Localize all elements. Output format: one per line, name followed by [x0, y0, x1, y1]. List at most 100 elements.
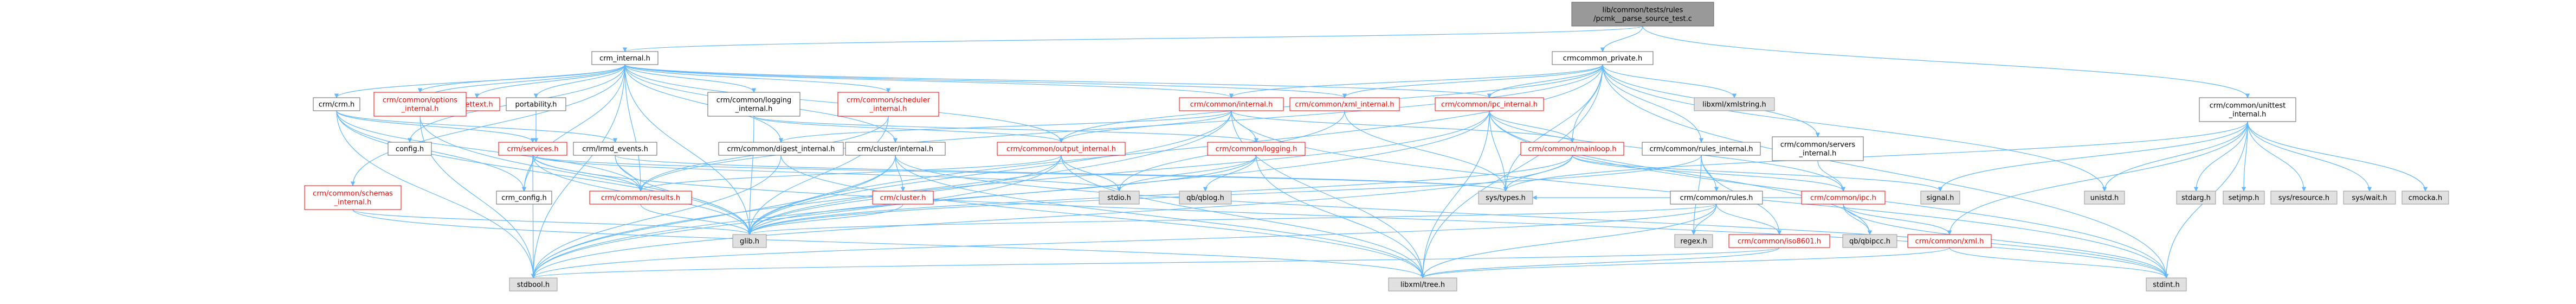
- edge-root-to-crm_internal: [623, 26, 1643, 52]
- edge-crm_h-to-stdbool: [336, 110, 536, 278]
- edge-crm_h-to-lrmd_events: [336, 110, 618, 143]
- edge-unittest_internal-to-unistd: [2102, 121, 2248, 192]
- node-portability[interactable]: portability.h: [506, 97, 566, 111]
- node-label: stdint.h: [2153, 281, 2179, 289]
- node-xml-internal[interactable]: crm/common/xml_internal.h: [1289, 97, 1400, 111]
- node-crm-config[interactable]: crm_config.h: [496, 191, 552, 205]
- node-lrmd-events[interactable]: crm/lrmd_events.h: [573, 142, 657, 156]
- node-output-internal[interactable]: crm/common/output_internal.h: [997, 142, 1126, 156]
- edge-crmcommon_private-to-common_internal: [1229, 64, 1603, 98]
- edge-unittest_internal-to-signal: [1938, 121, 2248, 192]
- edge-iso8601-to-stdbool: [531, 247, 1780, 278]
- edge-schemas_internal-to-glib: [352, 209, 752, 235]
- node-box: [509, 277, 558, 292]
- edge-crmcommon_private-to-ipc_internal: [1487, 64, 1603, 98]
- node-box: [1571, 2, 1714, 27]
- node-mainloop[interactable]: crm/common/mainloop.h: [1520, 142, 1624, 156]
- edge-unittest_internal-to-cmocka: [2247, 121, 2428, 192]
- node-cmocka: cmocka.h: [2401, 191, 2449, 205]
- node-label: sys/resource.h: [2278, 194, 2329, 202]
- node-label: crm/common/rules_internal.h: [1649, 145, 1753, 154]
- node-stdarg: stdarg.h: [2176, 191, 2216, 205]
- edge-common_logging-to-glib: [747, 155, 1257, 235]
- edge-services-to-common_results: [532, 155, 643, 192]
- node-label: signal.h: [1927, 194, 1954, 202]
- node-crmcommon-private[interactable]: crmcommon_private.h: [1552, 51, 1654, 65]
- node-box: [1179, 97, 1284, 111]
- node-schemas-internal[interactable]: crm/common/schemas_internal.h: [304, 185, 402, 210]
- node-box: [1772, 136, 1864, 161]
- node-label: crm/lrmd_events.h: [582, 145, 648, 154]
- node-label: _internal.h: [1799, 150, 1837, 158]
- node-box: [313, 97, 360, 111]
- node-box: [1388, 277, 1457, 292]
- node-common-ipc[interactable]: crm/common/ipc.h: [1801, 191, 1886, 205]
- node-label: crm/cluster.h: [880, 194, 926, 202]
- node-ipc-internal[interactable]: crm/common/ipc_internal.h: [1435, 97, 1544, 111]
- edge-xml_internal-to-sys_types: [1344, 110, 1508, 192]
- node-config[interactable]: config.h: [388, 142, 432, 156]
- edge-unittest_internal-to-stdarg: [2193, 121, 2248, 192]
- node-label: crm/common/logging.h: [1216, 145, 1297, 154]
- edge-output_internal-to-libxml_tree: [1061, 155, 1425, 278]
- node-label: crm/common/results.h: [601, 194, 680, 202]
- edge-crm_internal-to-logging_internal: [624, 64, 757, 93]
- edge-cluster_internal-to-stdint: [895, 155, 2169, 278]
- node-box: [506, 97, 566, 111]
- node-label: stdarg.h: [2181, 194, 2211, 202]
- node-box: [2146, 277, 2187, 292]
- node-scheduler-internal[interactable]: crm/common/scheduler_internal.h: [837, 92, 939, 117]
- edge-unittest_internal-to-sys_resource: [2247, 121, 2307, 192]
- node-services[interactable]: crm/services.h: [498, 142, 567, 156]
- node-box: [573, 142, 657, 156]
- edge-root-to-unittest_internal: [1642, 26, 2250, 98]
- edge-crm_internal-to-options_internal: [417, 64, 625, 93]
- edge-crm_internal-to-gettext: [474, 64, 625, 98]
- node-label: setjmp.h: [2229, 194, 2259, 202]
- node-common-internal[interactable]: crm/common/internal.h: [1179, 97, 1284, 111]
- edge-common_ipc-to-stdint: [1843, 204, 2169, 278]
- edge-cluster_internal-to-stdbool: [531, 155, 896, 278]
- edge-services-to-sys_types: [532, 155, 1508, 192]
- edge-ipc_internal-to-sys_types: [1489, 110, 1508, 192]
- node-common-xml[interactable]: crm/common/xml.h: [1907, 234, 1992, 248]
- node-common-results[interactable]: crm/common/results.h: [589, 191, 692, 205]
- node-sys-resource: sys/resource.h: [2270, 191, 2338, 205]
- node-iso8601[interactable]: crm/common/iso8601.h: [1728, 234, 1830, 248]
- edge-crmcommon_private-to-stdint: [1602, 64, 2169, 278]
- node-box: [589, 191, 692, 205]
- edge-logging_internal-to-common_logging: [753, 116, 1258, 143]
- node-cluster-h[interactable]: crm/cluster.h: [872, 191, 934, 205]
- node-box: [1907, 234, 1992, 248]
- edge-unittest_internal-to-sys_types: [1503, 121, 2248, 192]
- node-cluster-internal[interactable]: crm/cluster/internal.h: [845, 142, 946, 156]
- node-servers-internal[interactable]: crm/common/servers_internal.h: [1772, 136, 1864, 161]
- node-unittest-internal[interactable]: crm/common/unittest_internal.h: [2199, 97, 2296, 122]
- node-label: crm/common/xml_internal.h: [1295, 101, 1394, 109]
- edge-common_logging-to-qblog: [1203, 155, 1257, 192]
- edge-common_rules-to-regex: [1691, 204, 1717, 235]
- node-common-logging[interactable]: crm/common/logging.h: [1207, 142, 1306, 156]
- node-crm-h[interactable]: crm/crm.h: [313, 97, 360, 111]
- node-common-rules[interactable]: crm/common/rules.h: [1670, 191, 1763, 205]
- node-crm-internal[interactable]: crm_internal.h: [591, 51, 658, 65]
- node-box: [1801, 191, 1886, 205]
- node-unistd: unistd.h: [2084, 191, 2125, 205]
- node-stdint: stdint.h: [2146, 277, 2187, 292]
- node-qblog: qb/qblog.h: [1179, 191, 1232, 205]
- edge-common_ipc-to-common_xml: [1843, 204, 1952, 235]
- node-label: crm/common/iso8601.h: [1738, 238, 1821, 246]
- edge-common_xml-to-libxml_tree: [1421, 247, 1950, 278]
- edge-lrmd_events-to-sys_types: [615, 155, 1508, 192]
- node-box: [2343, 191, 2396, 205]
- node-label: _internal.h: [735, 105, 773, 113]
- edges-layer: [334, 26, 2428, 278]
- node-label: sys/types.h: [1486, 194, 1526, 202]
- node-label: _internal.h: [2229, 111, 2267, 119]
- node-digest-internal[interactable]: crm/common/digest_internal.h: [718, 142, 844, 156]
- node-options-internal[interactable]: crm/common/options_internal.h: [373, 92, 467, 117]
- node-rules-internal[interactable]: crm/common/rules_internal.h: [1642, 142, 1761, 156]
- node-box: [707, 92, 800, 117]
- edge-mainloop-to-stdbool: [531, 155, 1573, 278]
- node-logging-internal[interactable]: crm/common/logging_internal.h: [707, 92, 800, 117]
